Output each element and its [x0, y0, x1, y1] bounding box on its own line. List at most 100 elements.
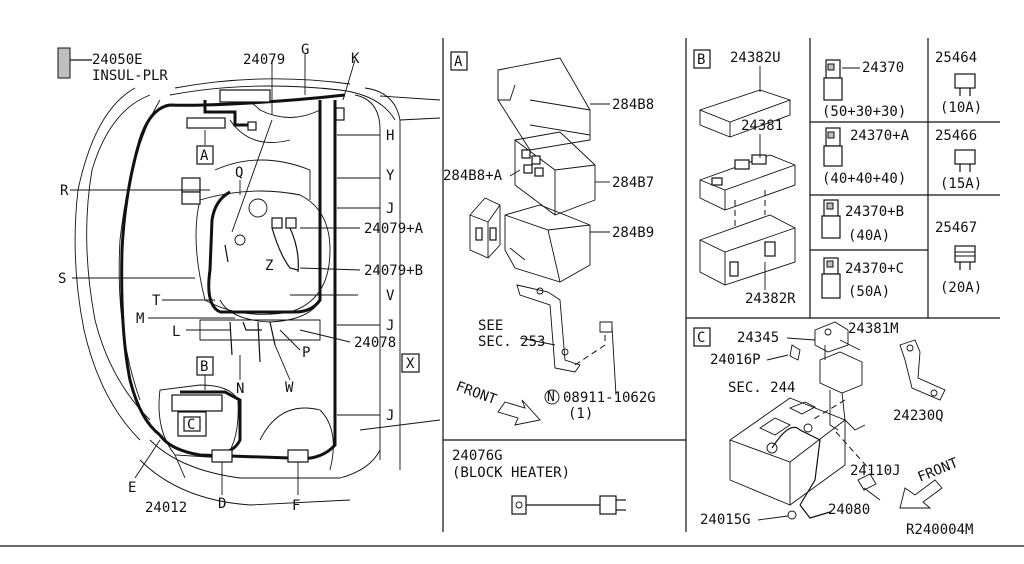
label-c: C — [187, 417, 195, 433]
label-v: V — [386, 288, 395, 304]
panel-c-battery: C 24345 24381M 24016P 24230Q SEC. 244 — [693, 321, 962, 528]
insulator-part-number: 24050E — [92, 52, 143, 68]
label-284b7: 284B7 — [612, 175, 654, 191]
label-j3: J — [386, 408, 394, 424]
fusible-link-24370-a-icon — [823, 127, 843, 167]
label-sec-253: SEC. 253 — [478, 334, 545, 350]
label-n: N — [236, 381, 244, 397]
panel-a-tag-box — [450, 51, 468, 71]
label-24016p: 24016P — [710, 352, 761, 368]
fuse-block-24381-shape — [699, 154, 796, 211]
label-block-heater: (BLOCK HEATER) — [452, 465, 570, 481]
fuse-15a-icon — [954, 149, 976, 172]
label-24076g: 24076G — [452, 448, 503, 464]
label-24078: 24078 — [354, 335, 396, 351]
label-24382r: 24382R — [745, 291, 796, 307]
label-24381m: 24381M — [848, 321, 899, 337]
wire-harness — [120, 89, 346, 463]
label-r: R — [60, 183, 69, 199]
label-h: H — [386, 128, 394, 144]
label-25467: 25467 — [935, 220, 977, 236]
label-284b8-a: 284B8+A — [443, 168, 503, 184]
label-25466: 25466 — [935, 128, 977, 144]
label-284b8: 284B8 — [612, 97, 654, 113]
bolt-prefix: N — [547, 390, 555, 405]
label-q: Q — [235, 165, 243, 181]
panel-block-heater: 24076G (BLOCK HEATER) — [452, 448, 626, 515]
front-arrow-c-icon — [899, 479, 943, 509]
front-arrow-c-label: FRONT — [916, 455, 962, 486]
label-24370-c: 24370+C — [845, 261, 904, 277]
front-arrow-icon — [497, 399, 541, 426]
label-24079-b: 24079+B — [364, 263, 423, 279]
label-24230q: 24230Q — [893, 408, 944, 424]
label-e: E — [128, 480, 136, 496]
label-j2: J — [386, 318, 394, 334]
label-l: L — [172, 324, 180, 340]
label-24370-a-spec: (40+40+40) — [822, 171, 906, 187]
fuse-10a-icon — [954, 73, 976, 96]
label-24110j: 24110J — [850, 463, 901, 479]
label-s: S — [58, 271, 66, 287]
callout-box-c-inner — [183, 416, 201, 432]
n-circle-icon — [544, 389, 560, 405]
panel-c-tag: C — [697, 330, 705, 346]
label-24370-b-spec: (40A) — [848, 228, 890, 244]
front-arrow-label: FRONT — [454, 379, 500, 409]
label-d: D — [218, 496, 226, 512]
panel-dividers — [0, 38, 1024, 547]
label-bolt-qty: (1) — [568, 406, 593, 422]
label-24382u: 24382U — [730, 50, 781, 66]
label-b: B — [200, 359, 208, 375]
battery-terminal-icon — [766, 442, 778, 454]
diagram-code: R240004M — [906, 522, 973, 538]
label-p: P — [302, 345, 310, 361]
engine-harness-view: 24050E INSUL-PLR — [57, 42, 441, 516]
label-24370: 24370 — [862, 60, 904, 76]
label-25464: 25464 — [935, 50, 977, 66]
box-24382r-shape — [699, 214, 796, 286]
callout-box-b — [196, 356, 214, 376]
label-25466-spec: (15A) — [940, 176, 982, 192]
label-24015g: 24015G — [700, 512, 751, 528]
label-m: M — [136, 311, 144, 327]
label-24370-spec: (50+30+30) — [822, 104, 906, 120]
insulator-part-icon — [57, 47, 92, 79]
label-24370-b: 24370+B — [845, 204, 904, 220]
panel-b-tag-box — [693, 49, 711, 69]
panel-c-tag-box — [693, 327, 711, 347]
box-284b9-shape — [504, 204, 591, 283]
block-heater-plug-icon — [511, 495, 527, 515]
label-24079: 24079 — [243, 52, 285, 68]
leader-lines — [70, 54, 380, 495]
label-24370-a: 24370+A — [850, 128, 910, 144]
label-25467-spec: (20A) — [940, 280, 982, 296]
label-x: X — [406, 356, 415, 372]
label-y: Y — [386, 168, 395, 184]
label-t: T — [152, 293, 161, 309]
label-f: F — [292, 498, 300, 514]
label-see: SEE — [478, 318, 503, 334]
fusible-link-24370-icon — [823, 59, 843, 101]
label-z: Z — [265, 258, 273, 274]
fusible-link-24370-b-icon — [821, 199, 841, 239]
cover-284b8-shape — [497, 57, 591, 151]
label-24345: 24345 — [737, 330, 779, 346]
label-k: K — [351, 51, 360, 67]
label-284b9: 284B9 — [612, 225, 654, 241]
label-24381: 24381 — [741, 118, 783, 134]
label-g: G — [301, 42, 309, 58]
label-j1: J — [386, 201, 394, 217]
box-284b7-shape — [514, 131, 596, 216]
bracket-24230q-shape — [899, 339, 946, 401]
label-24079-a: 24079+A — [364, 221, 424, 237]
panel-b-fuse-block: B 24382U 24381 24382R 24370 — [693, 49, 982, 307]
fusible-link-24370-c-icon — [821, 257, 841, 299]
callout-box-x — [401, 353, 420, 373]
label-08911-1062g: 08911-1062G — [563, 390, 656, 406]
fuse-20a-icon — [954, 245, 976, 270]
panel-b-tag: B — [697, 52, 705, 68]
label-24012: 24012 — [145, 500, 187, 516]
